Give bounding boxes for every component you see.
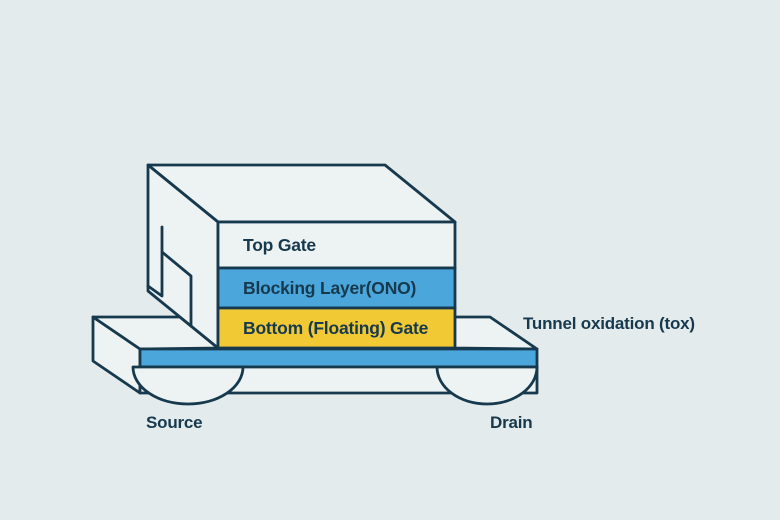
tunnel-oxide-strip <box>138 347 539 369</box>
source-region <box>131 365 245 406</box>
tunnel-oxide-label: Tunnel oxidation (tox) <box>523 314 695 333</box>
top-gate-label: Top Gate <box>243 235 316 255</box>
source-label: Source <box>146 413 202 432</box>
floating-gate-label: Bottom (Floating) Gate <box>243 318 429 338</box>
blocking-layer-label: Blocking Layer(ONO) <box>243 278 416 298</box>
cutaway-notch <box>146 225 193 328</box>
blocking-layer <box>216 266 457 310</box>
drain-region <box>435 365 539 406</box>
top-gate-layer <box>216 220 457 270</box>
floating-gate-layer <box>216 306 457 350</box>
drain-label: Drain <box>490 413 532 432</box>
